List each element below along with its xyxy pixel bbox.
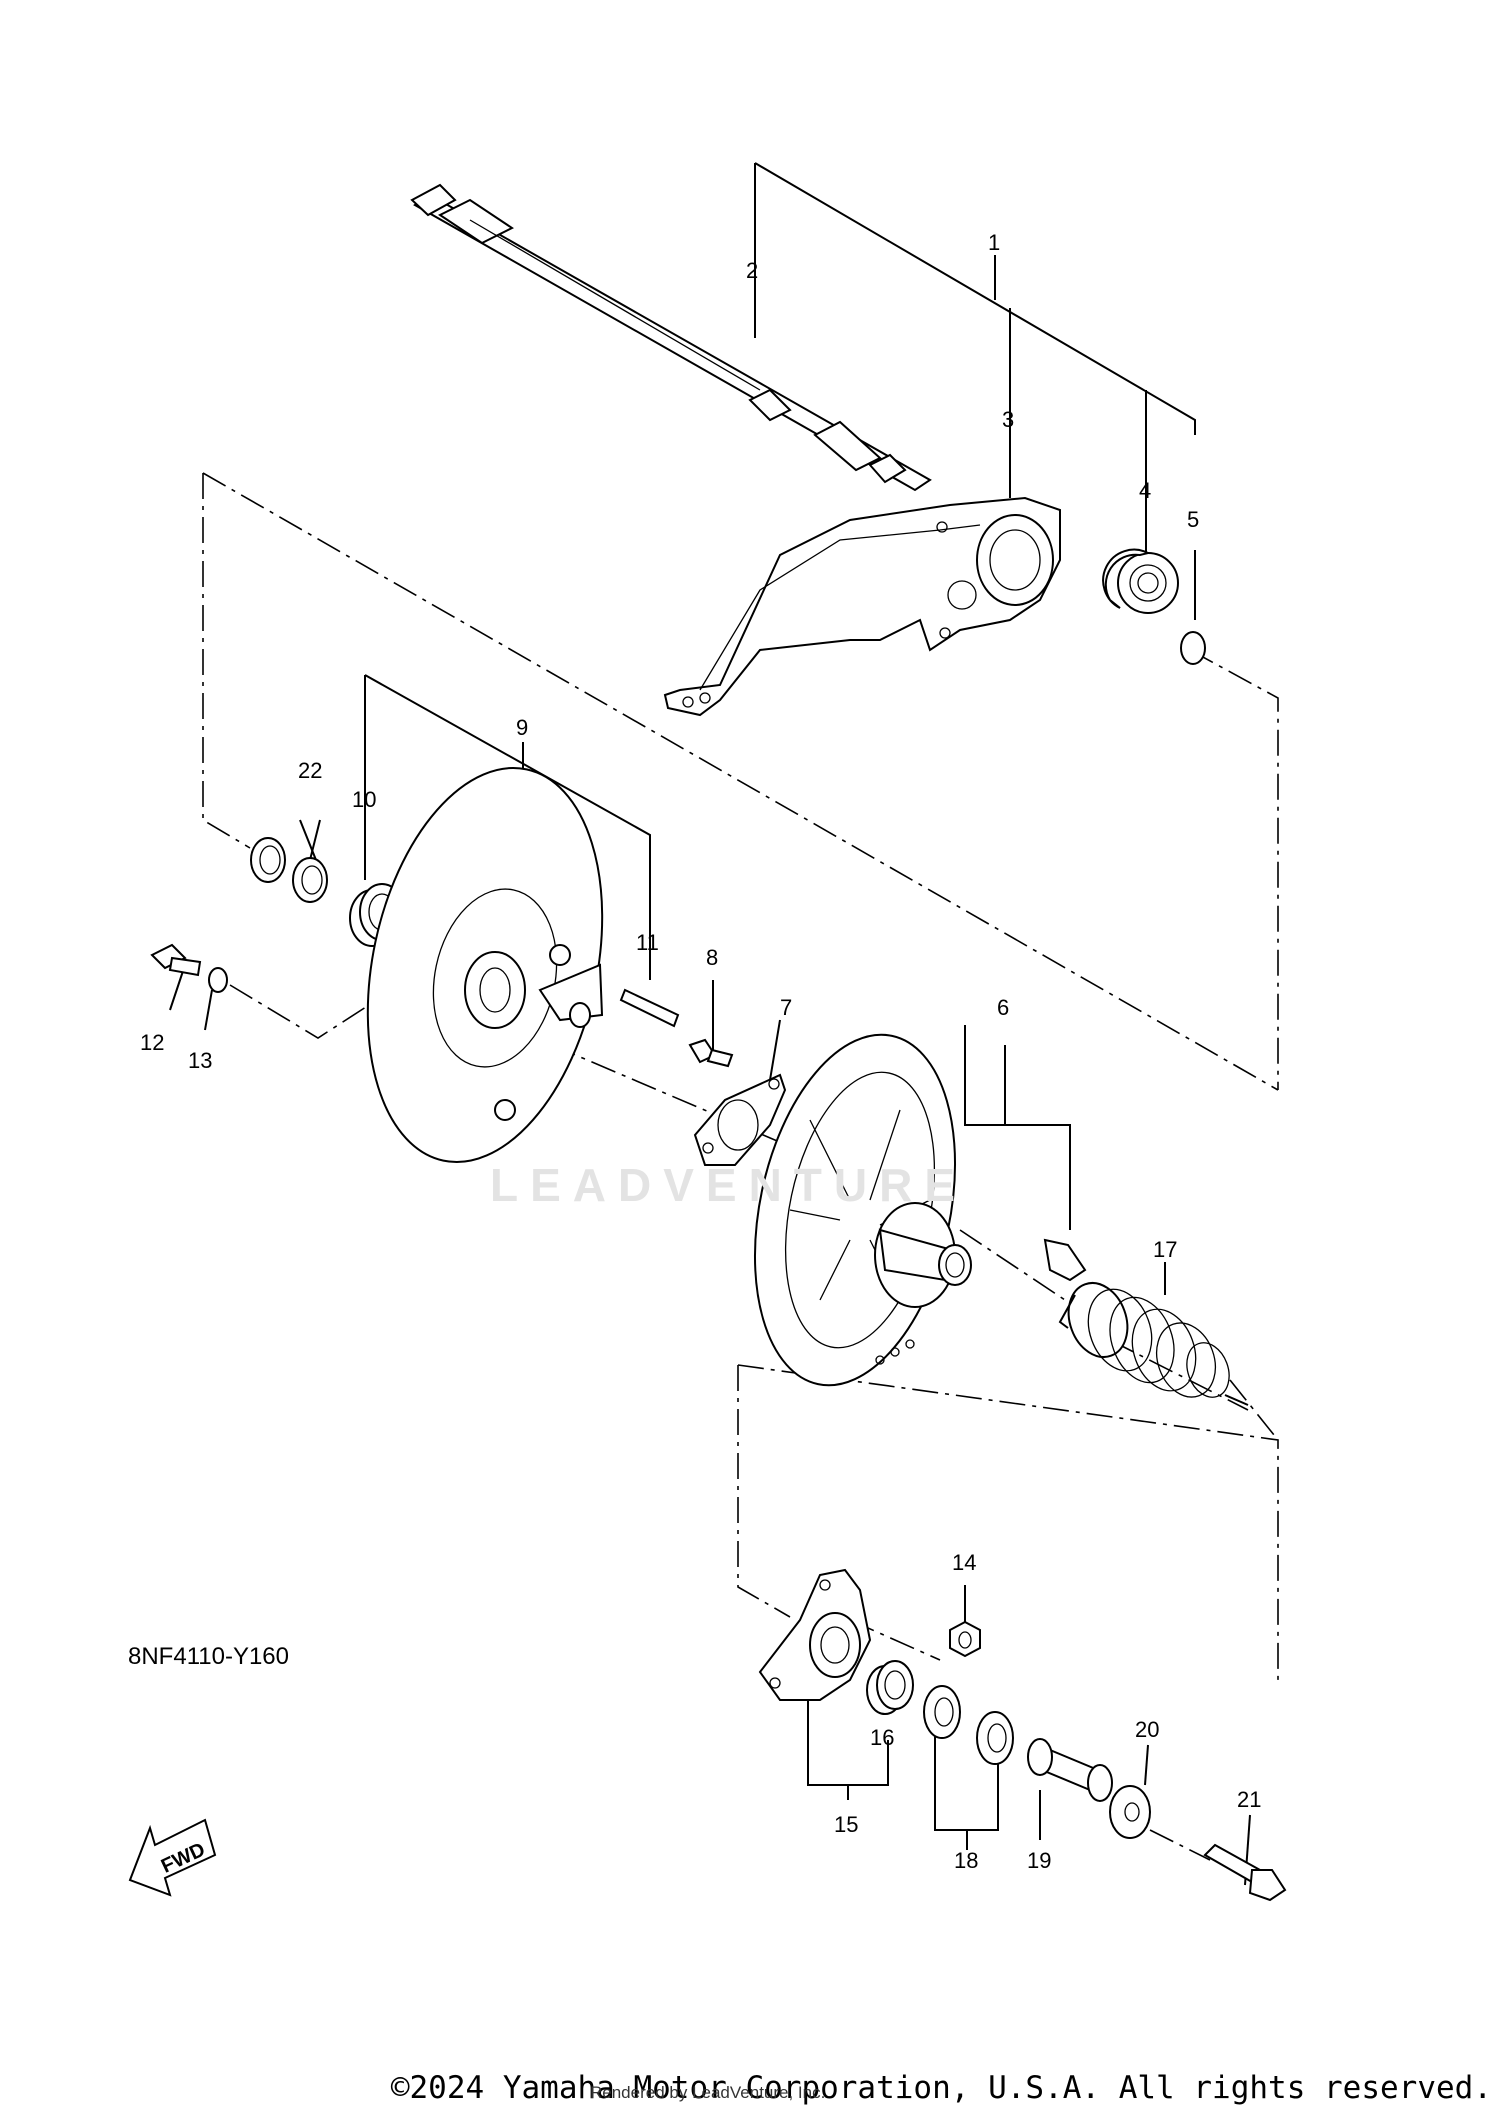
leader-20 xyxy=(1144,1744,1149,1786)
callout-21: 21 xyxy=(1237,1787,1261,1812)
callout-11: 11 xyxy=(636,930,659,955)
lower-frame-top xyxy=(737,1364,1279,1680)
callout-15: 15 xyxy=(834,1812,858,1837)
callout-7: 7 xyxy=(780,995,792,1020)
group-9-bracket xyxy=(364,674,651,960)
callout-9: 9 xyxy=(516,715,528,740)
copyright-notice: ©2024 Yamaha Motor Corporation, U.S.A. A… xyxy=(390,2070,1492,2106)
shaft-part-2 xyxy=(410,183,932,492)
axis-bolt-21 xyxy=(1149,1829,1211,1861)
washer-part-13 xyxy=(208,967,228,993)
callout-1: 1 xyxy=(988,230,1000,255)
screw-part-8 xyxy=(688,1038,734,1068)
fixed-sheave-part-9 xyxy=(366,766,604,1164)
washers-part-22 xyxy=(250,837,328,903)
lower-frame-right xyxy=(1229,1379,1279,1441)
callout-13: 13 xyxy=(188,1048,212,1073)
callout-4: 4 xyxy=(1139,478,1151,503)
callout-16: 16 xyxy=(870,1725,894,1750)
callout-19: 19 xyxy=(1027,1848,1051,1873)
callout-22: 22 xyxy=(298,758,322,783)
callout-2: 2 xyxy=(746,258,758,283)
callout-8: 8 xyxy=(706,945,718,970)
callout-14: 14 xyxy=(952,1550,976,1575)
nut-part-14 xyxy=(949,1620,981,1658)
callout-3: 3 xyxy=(1002,407,1014,432)
washer-part-20 xyxy=(1109,1785,1151,1839)
leader-13 xyxy=(204,989,213,1031)
assembly-frame-right xyxy=(1189,649,1279,1090)
cam-plate-part-7 xyxy=(693,1073,787,1166)
callout-10: 10 xyxy=(352,787,376,812)
assembly-frame-top xyxy=(202,472,1279,1091)
bracket-part-15 xyxy=(758,1568,872,1701)
spring-part-17 xyxy=(1058,1282,1249,1406)
callout-12: 12 xyxy=(140,1030,164,1055)
watermark: LEADVENTURE xyxy=(490,1159,968,1211)
bearing-part-4 xyxy=(1102,548,1179,614)
assembly-frame-left xyxy=(202,473,251,849)
fwd-arrow-icon: FWD xyxy=(128,1818,217,1897)
movable-sheave-part-6 xyxy=(753,1033,1087,1387)
rendered-by-notice: Rendered by LeadVenture, Inc. xyxy=(590,2083,826,2102)
bolt-part-21 xyxy=(1203,1843,1287,1902)
stud-part-11 xyxy=(619,988,680,1028)
diagram-code: 8NF4110-Y160 xyxy=(128,1643,289,1670)
bolt-part-12 xyxy=(150,943,202,977)
circlip-part-5 xyxy=(1180,631,1206,665)
callout-17: 17 xyxy=(1153,1237,1177,1262)
collar-part-19 xyxy=(1027,1738,1113,1802)
group-1-bracket xyxy=(754,162,1196,435)
leader-22a xyxy=(299,819,319,866)
callout-18: 18 xyxy=(954,1848,978,1873)
callout-6: 6 xyxy=(997,995,1009,1020)
axis-spring xyxy=(959,1229,1081,1311)
washers-part-18 xyxy=(923,1685,1014,1765)
arm-part-3 xyxy=(663,496,1061,717)
group-6-bracket xyxy=(964,1025,1071,1230)
callout-5: 5 xyxy=(1187,507,1199,532)
bushing-part-16 xyxy=(866,1660,914,1715)
leader-7 xyxy=(769,1019,781,1081)
lower-frame-left xyxy=(737,1365,791,1618)
callout-20: 20 xyxy=(1135,1717,1159,1742)
